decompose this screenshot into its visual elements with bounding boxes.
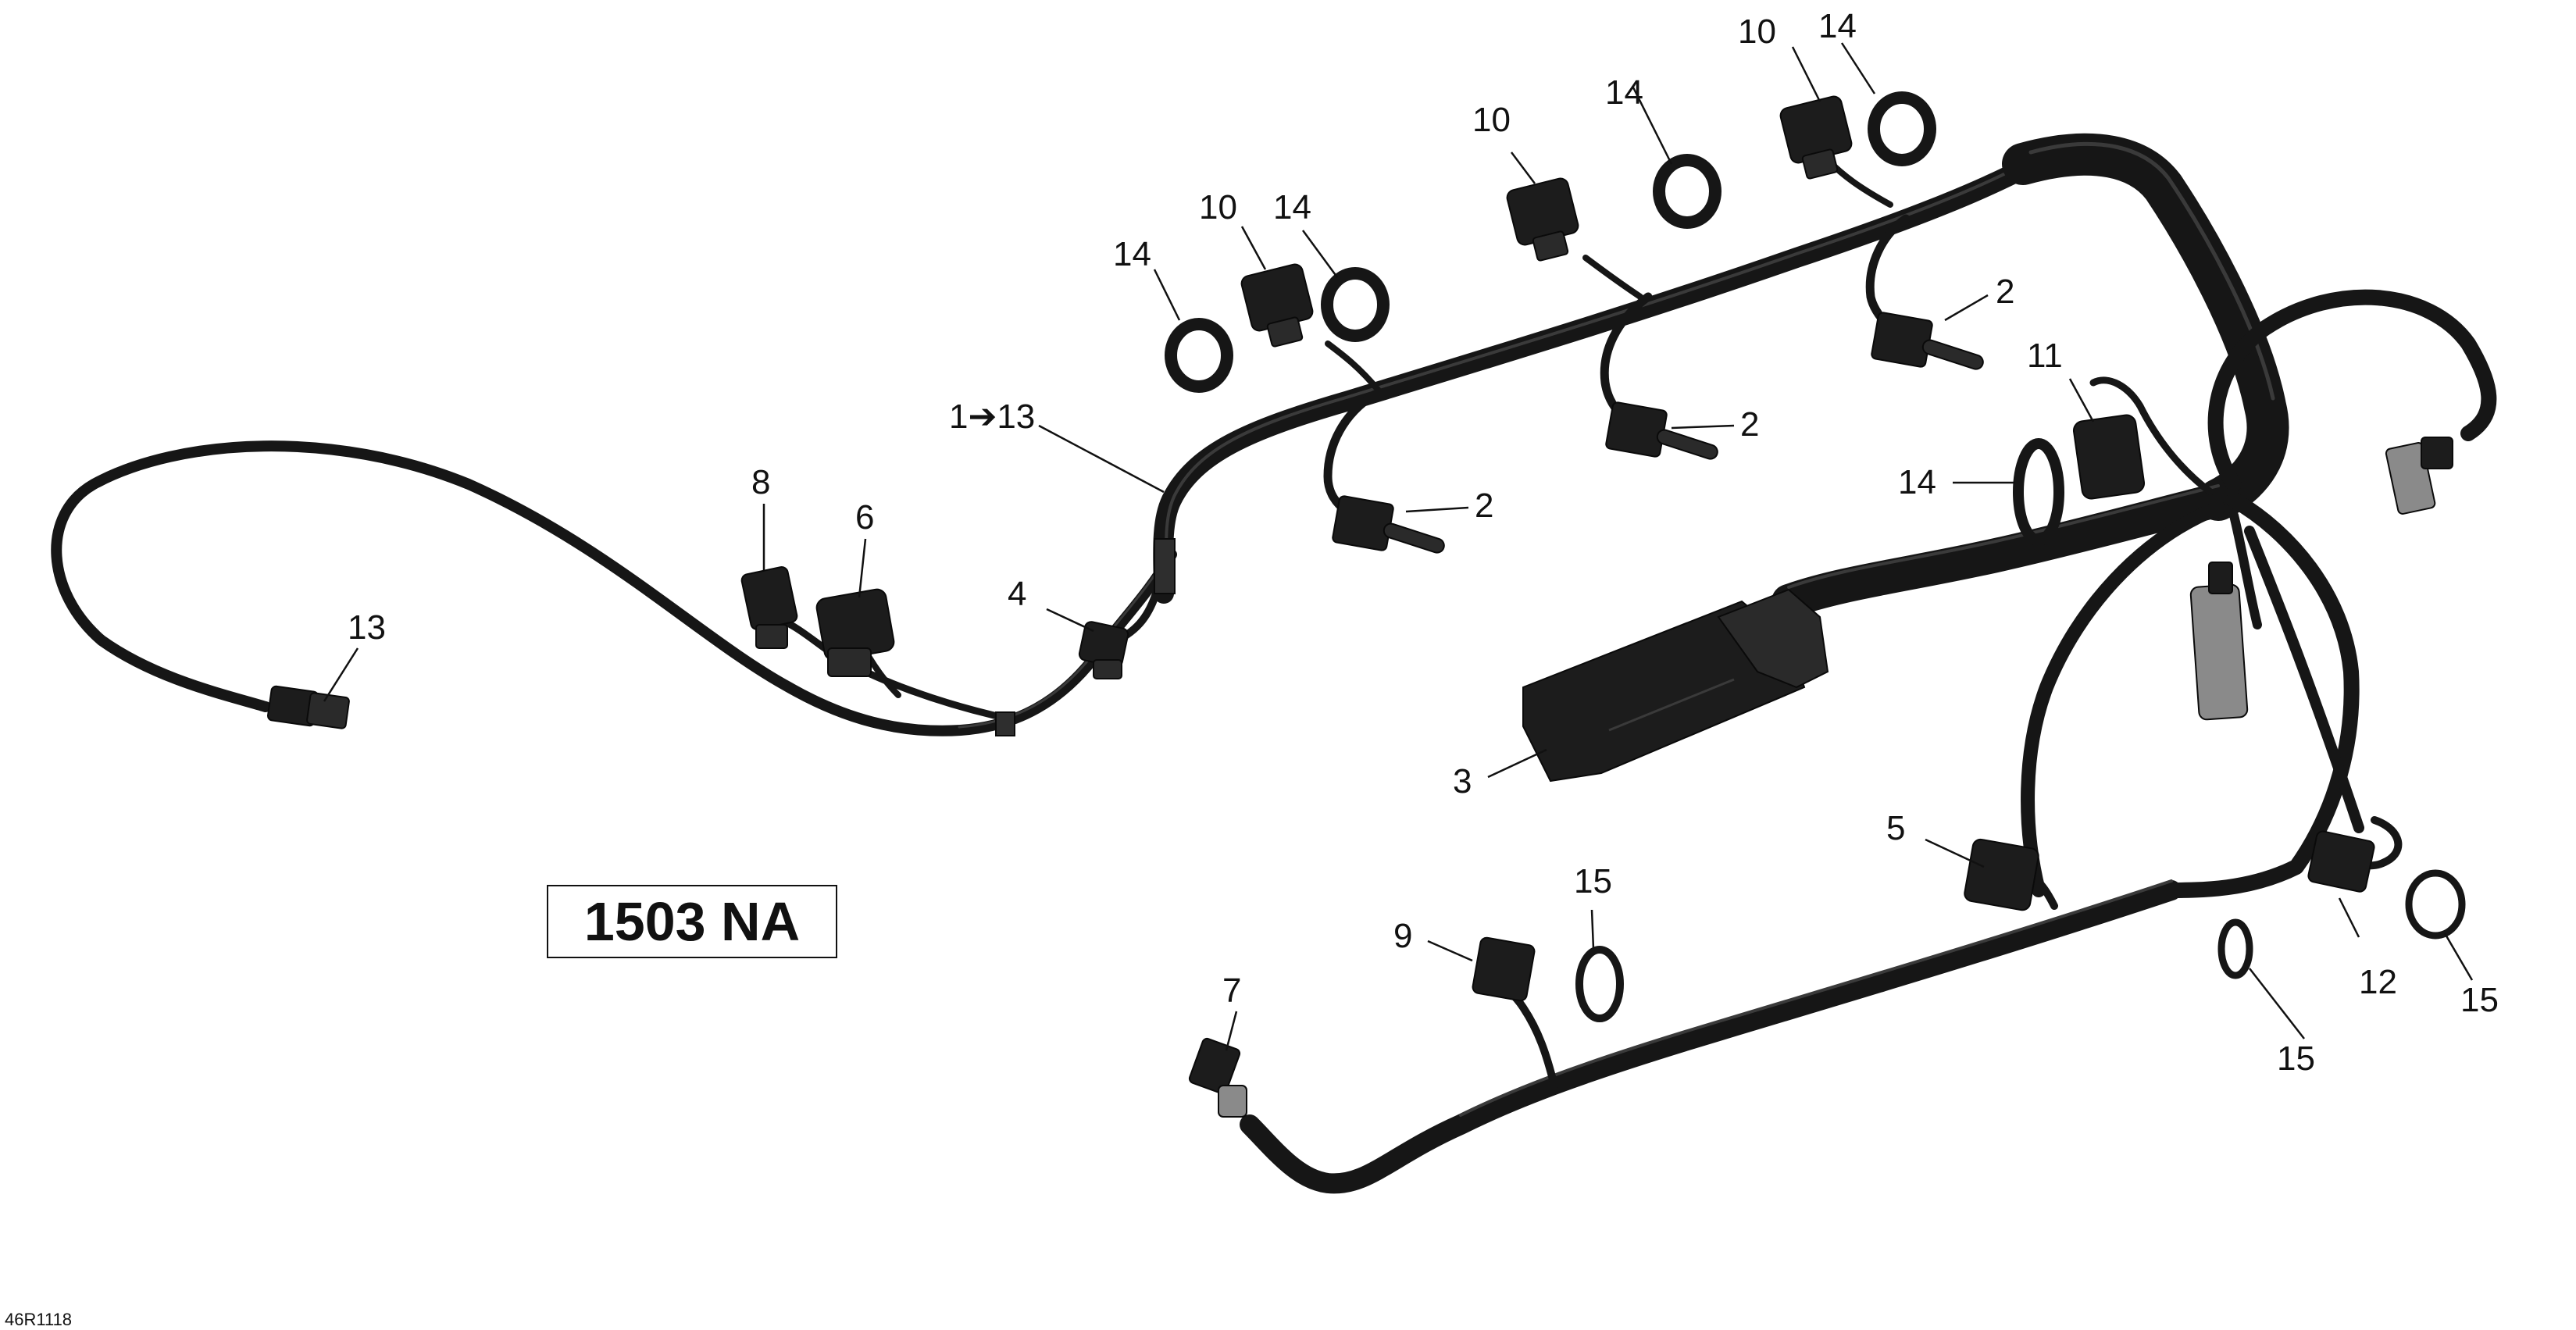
callout-7: 7 (1222, 972, 1241, 1010)
connector-11 (2072, 414, 2146, 500)
callout-labels: 1➔13 2 2 2 3 4 5 6 7 8 9 10 10 10 11 12 … (348, 7, 2499, 1078)
connector-9 (1472, 936, 1536, 1002)
ecm-connector-3 (1522, 588, 1829, 783)
cable-tie-14-d (1868, 91, 1936, 166)
callout-4: 4 (1008, 575, 1026, 613)
callout-6: 6 (855, 498, 874, 537)
callout-2-c: 2 (1996, 273, 2014, 311)
callout-3: 3 (1453, 762, 1472, 800)
cable-tie-14-a (1165, 318, 1233, 393)
callout-10-b: 10 (1472, 101, 1511, 139)
connector-4 (1078, 621, 1129, 679)
tape-wrap (995, 711, 1015, 736)
cable-tie-14-b (1321, 267, 1390, 342)
connector-12 (2307, 830, 2375, 893)
callout-9: 9 (1393, 917, 1412, 955)
callout-14-e: 14 (1898, 463, 1936, 501)
injector-connector-10-a (1240, 263, 1314, 348)
harness-branch-11 (2089, 376, 2214, 496)
harness-lower-loop-inner (2021, 501, 2225, 897)
callout-10-a: 10 (1199, 188, 1237, 226)
harness-left-loop (51, 440, 1177, 736)
callout-14-b: 14 (1273, 188, 1311, 226)
injector-connector-10-b (1506, 177, 1579, 262)
callout-2-b: 2 (1740, 405, 1759, 444)
callout-8: 8 (751, 463, 770, 501)
coil-connector-2-b (1605, 401, 1718, 460)
callout-12: 12 (2359, 963, 2397, 1001)
connector-8 (740, 566, 798, 649)
callout-5: 5 (1886, 809, 1905, 847)
harness-lower-run (1240, 880, 2182, 1194)
callout-15-a: 15 (1574, 862, 1612, 900)
model-label: 1503 NA (583, 891, 801, 952)
cable-tie-15-b (2217, 918, 2253, 979)
connectors (267, 91, 2466, 1118)
callout-11: 11 (2027, 337, 2063, 375)
cable-tie-15-c (2405, 869, 2466, 940)
cable-tie-15-a (1575, 946, 1624, 1022)
injector-connector-10-c (1779, 95, 1853, 180)
callout-14-c: 14 (1605, 73, 1643, 112)
tape-wrap (1154, 538, 1176, 594)
harness-coil-branch-1 (1323, 390, 1379, 516)
connector-13 (267, 685, 350, 729)
connector-6 (815, 588, 895, 677)
connector-grey-diagnostic (2189, 562, 2249, 721)
coil-connector-2-a (1332, 495, 1445, 554)
callout-14-d: 14 (1818, 7, 1857, 45)
callout-15-c: 15 (2460, 981, 2499, 1019)
callout-13: 13 (348, 608, 386, 647)
cable-tie-14-c (1653, 154, 1721, 229)
harness-right-loop (2207, 289, 2497, 492)
connector-right-loop-end (2385, 437, 2453, 515)
model-label-box: 1503 NA (547, 885, 837, 958)
harness-ecm-run (1771, 483, 2235, 619)
connector-5 (1964, 838, 2039, 911)
callout-14-a: 14 (1113, 235, 1151, 273)
cable-tie-14-e (2013, 438, 2064, 546)
harness-right-corner (2002, 133, 2289, 521)
callout-1-13: 1➔13 (949, 398, 1035, 436)
callout-15-b: 15 (2277, 1039, 2315, 1078)
leader-lines (323, 42, 2474, 1051)
callout-2-a: 2 (1475, 487, 1493, 525)
connector-7 (1188, 1037, 1247, 1118)
figure-code: 46R1118 (5, 1310, 73, 1329)
coil-connector-2-c (1871, 312, 1984, 370)
harness-lower-loop-outer (2156, 492, 2360, 898)
callout-10-c: 10 (1738, 12, 1776, 51)
